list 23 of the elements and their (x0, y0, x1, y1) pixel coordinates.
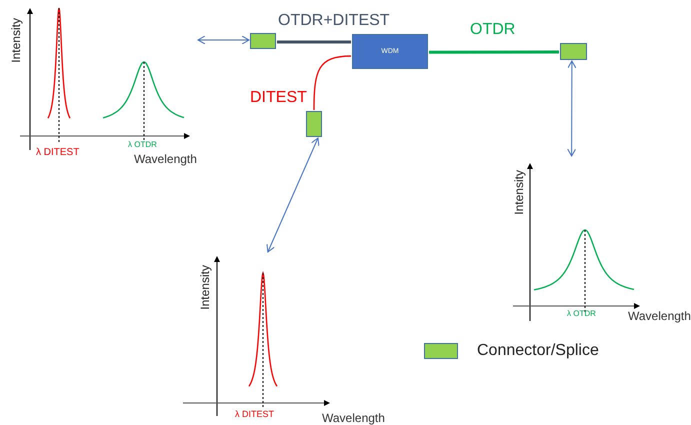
axis-label: Intensity (10, 18, 22, 63)
legend-label: Connector/Splice (477, 343, 599, 359)
axis-label: Wavelength (322, 412, 385, 424)
edge-label: OTDR (470, 22, 516, 38)
axis-label: Intensity (513, 170, 525, 215)
fiber-line (429, 50, 559, 54)
fiber-line (313, 55, 352, 110)
connector-box (560, 43, 587, 60)
double-arrow (198, 35, 250, 45)
double-arrow (567, 60, 576, 156)
axis-label: λ DITEST (235, 410, 274, 419)
double-arrow (266, 138, 320, 252)
axis-label: Intensity (199, 265, 211, 310)
axis-label: λ OTDR (567, 310, 596, 318)
axis-label: Wavelength (628, 310, 691, 322)
axis-label: Wavelength (134, 153, 197, 165)
edge-label: OTDR+DITEST (278, 13, 390, 29)
fiber-line (277, 40, 351, 44)
edge-label: DITEST (250, 90, 307, 106)
connector-box (250, 33, 276, 49)
axis-label: λ OTDR (128, 141, 157, 149)
axis-label: λ DITEST (36, 148, 80, 158)
connector-box (306, 111, 322, 137)
